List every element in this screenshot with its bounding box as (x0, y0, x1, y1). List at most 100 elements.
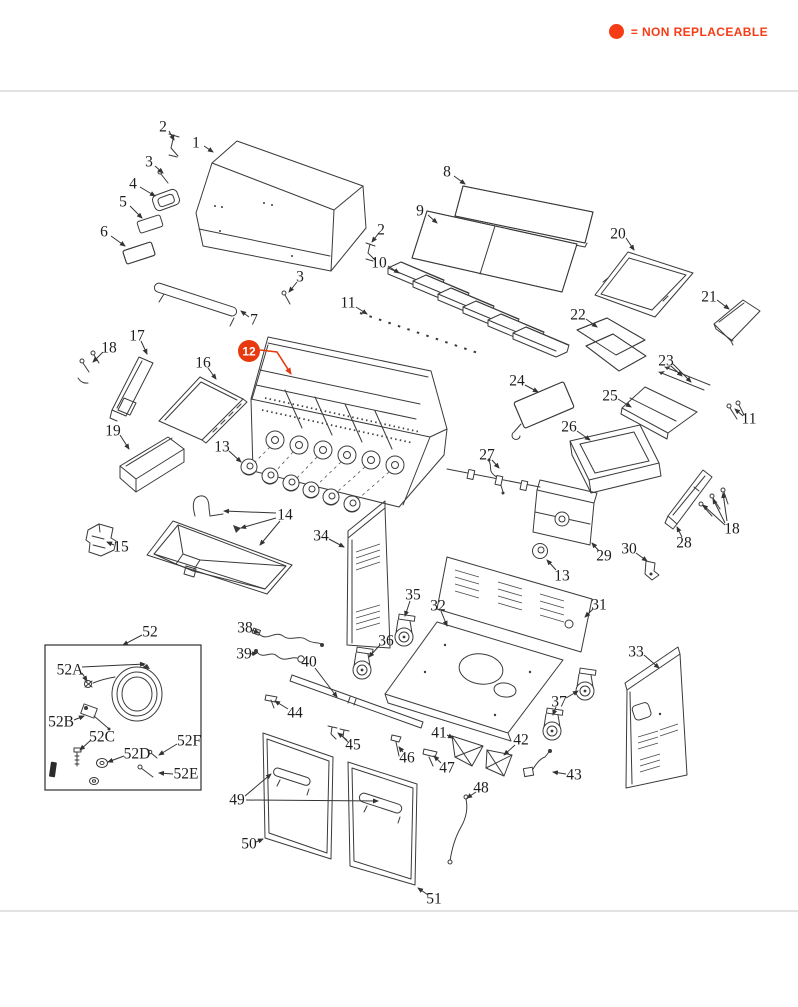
hose-fitting-52a (84, 680, 93, 688)
part-32-bottom-shelf (384, 621, 564, 742)
svg-text:49: 49 (229, 792, 245, 809)
washers-52d (89, 758, 108, 785)
svg-text:3: 3 (296, 269, 304, 286)
part-4-bezel (151, 188, 181, 212)
legend: = NON REPLACEABLE (608, 24, 768, 39)
part-label-21: 21 (701, 289, 730, 310)
part-42-gusset (485, 749, 513, 777)
part-46-screw (390, 734, 402, 757)
part-labels: 1234567328910112021222324251126271617181… (48, 119, 756, 908)
part-23-rods (658, 366, 711, 391)
svg-text:13: 13 (214, 439, 230, 456)
part-label-22: 22 (570, 307, 598, 328)
part-11-screw-row (359, 312, 479, 354)
part-31-rear-panel (436, 556, 593, 653)
part-label-52A: 52A (57, 662, 146, 682)
svg-text:20: 20 (610, 226, 626, 243)
svg-text:3: 3 (145, 154, 153, 171)
part-label-3: 3 (288, 269, 304, 293)
svg-text:29: 29 (596, 548, 612, 565)
part-label-26: 26 (561, 419, 591, 441)
part-label-31: 31 (584, 597, 607, 618)
part-label-45: 45 (337, 732, 361, 754)
svg-text:7: 7 (250, 312, 258, 329)
part-label-16: 16 (195, 355, 217, 380)
part-15-holder (85, 523, 117, 557)
svg-text:11: 11 (742, 411, 757, 428)
svg-text:48: 48 (473, 780, 489, 797)
part-label-35: 35 (404, 587, 421, 617)
part-label-33: 33 (628, 644, 660, 669)
part-label-5: 5 (119, 194, 143, 219)
part-22-grate (576, 317, 647, 372)
part-label-29: 29 (591, 542, 612, 565)
part-35-caster (394, 613, 416, 647)
part-18-screws-right (698, 487, 729, 517)
svg-text:11: 11 (341, 295, 356, 312)
part-label-32: 32 (430, 598, 448, 627)
burner-knobs (265, 430, 405, 475)
svg-text:52A: 52A (57, 662, 85, 679)
part-26-grease-box (569, 424, 662, 494)
part-label-13: 13 (214, 439, 242, 463)
part-label-6: 6 (100, 224, 126, 247)
part-label-52F: 52F (158, 733, 201, 756)
bottom-divider (0, 910, 798, 912)
part-2-bracket (168, 133, 180, 158)
part-12-badge-text: 12 (242, 345, 256, 359)
part-20-rack-frame (594, 251, 694, 318)
part-label-10: 10 (371, 255, 400, 274)
part-2-bracket-right (365, 242, 376, 262)
svg-text:26: 26 (561, 419, 577, 436)
hose-coil (92, 664, 163, 722)
part-18-screws-left (77, 350, 100, 384)
part-label-48: 48 (466, 780, 489, 799)
svg-text:42: 42 (513, 732, 529, 749)
part-6-plate (122, 241, 156, 265)
bolt-52c (49, 747, 82, 778)
svg-text:17: 17 (129, 328, 145, 345)
part-9-cooking-grates (411, 210, 578, 293)
svg-text:18: 18 (724, 521, 740, 538)
svg-text:50: 50 (241, 836, 257, 853)
svg-text:23: 23 (658, 353, 674, 370)
part-label-52B: 52B (48, 714, 85, 731)
svg-text:14: 14 (277, 507, 293, 524)
svg-text:10: 10 (371, 255, 387, 272)
svg-text:36: 36 (378, 633, 394, 650)
top-divider (0, 90, 798, 92)
door-right-handle (358, 792, 403, 824)
svg-text:44: 44 (287, 705, 303, 722)
part-label-24: 24 (509, 373, 539, 393)
part-13-knob-right (532, 543, 548, 559)
regulator-52b (80, 703, 111, 731)
part-33-back-panel (624, 646, 688, 789)
part-7-handle (153, 282, 238, 327)
svg-text:35: 35 (405, 587, 421, 604)
part-label-25: 25 (602, 388, 632, 408)
part-38-wire (251, 627, 324, 647)
part-43-igniter (522, 749, 552, 778)
svg-text:52: 52 (142, 624, 158, 641)
svg-text:33: 33 (628, 644, 644, 661)
part-label-19: 19 (105, 423, 130, 450)
part-48-rod (447, 794, 469, 865)
part-label-50: 50 (241, 836, 264, 853)
part-label-4: 4 (129, 176, 156, 197)
svg-text:40: 40 (301, 654, 317, 671)
part-51-door-right (347, 761, 418, 886)
part-label-43: 43 (552, 767, 582, 784)
part-label-51: 51 (417, 887, 442, 908)
part-label-40: 40 (301, 654, 338, 698)
svg-text:1: 1 (192, 135, 200, 152)
screw-52f (147, 749, 158, 759)
part-label-52: 52 (122, 624, 158, 646)
door-left-handle (273, 767, 311, 796)
part-3-screw-right (281, 290, 291, 305)
svg-text:24: 24 (509, 373, 525, 390)
part-45-hooks (327, 725, 350, 743)
svg-text:28: 28 (676, 535, 692, 552)
part-12-firebox (250, 336, 541, 508)
svg-text:22: 22 (570, 307, 586, 324)
part-label-15: 15 (106, 539, 129, 556)
